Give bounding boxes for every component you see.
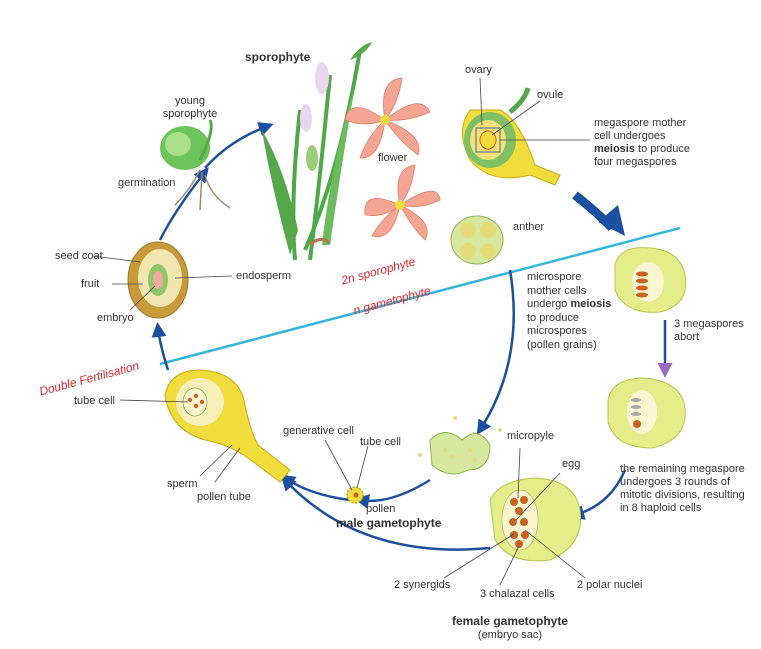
label-micropyle: micropyle bbox=[507, 430, 555, 442]
label-chalazal: 3 chalazal cells bbox=[480, 588, 555, 600]
label-three-megaspores: 3 megaspores abort bbox=[674, 318, 744, 344]
label-microspore: microspore mother cells undergo meiosis … bbox=[527, 271, 611, 352]
label-undergo: undergo bbox=[527, 298, 571, 310]
label-microspore-line3: undergo meiosis bbox=[527, 298, 611, 312]
label-pollen: pollen bbox=[366, 503, 396, 515]
label-germination: germination bbox=[118, 177, 176, 189]
label-microspore-line4: to produce bbox=[527, 311, 579, 324]
arrow-to-sporophyte bbox=[204, 122, 274, 169]
label-remaining-megaspore: the remaining megaspore undergoes 3 roun… bbox=[620, 463, 745, 515]
label-sperm: sperm bbox=[167, 478, 198, 490]
label-polar-nuclei: 2 polar nuclei bbox=[577, 579, 643, 591]
young-sporophyte-illustration bbox=[160, 119, 231, 211]
surviving-megaspore-illustration bbox=[607, 377, 686, 449]
label-ovary: ovary bbox=[465, 64, 492, 76]
arrow-seed-to-young bbox=[158, 167, 209, 241]
arrow-pollen-to-tube bbox=[354, 478, 431, 509]
label-tube-cell-left: tube cell bbox=[74, 395, 115, 407]
label-three-line1: 3 megaspores bbox=[674, 318, 744, 330]
label-sporophyte: sporophyte bbox=[245, 50, 311, 64]
label-micro-meiosis: meiosis bbox=[570, 298, 612, 310]
label-megaspore-line4: four megaspores bbox=[594, 156, 677, 168]
sporophyte-plant-illustration bbox=[262, 42, 441, 261]
label-pollen-tube: pollen tube bbox=[197, 491, 251, 503]
arrow-female-to-fertilisation bbox=[280, 475, 491, 551]
label-male-gametophyte: male gametophyte bbox=[336, 516, 442, 530]
female-gametophyte-illustration bbox=[489, 477, 582, 562]
label-megaspore-mother: megaspore mother cell undergoes meiosis … bbox=[594, 117, 690, 169]
label-three-line2: abort bbox=[674, 331, 700, 343]
arrow-anther-to-microspores bbox=[476, 269, 515, 436]
anther-illustration bbox=[450, 215, 504, 265]
label-remaining-line2: undergoes 3 rounds of bbox=[620, 476, 731, 488]
label-young-line1: young bbox=[175, 95, 205, 107]
label-microspore-line6: (pollen grains) bbox=[527, 338, 597, 351]
label-endosperm: endosperm bbox=[236, 270, 292, 282]
label-embryo: embryo bbox=[97, 312, 134, 324]
label-remaining-line4: in 8 haploid cells bbox=[620, 502, 702, 514]
pollen-illustration bbox=[346, 416, 502, 504]
label-microspore-line2: mother cells bbox=[527, 284, 587, 297]
label-megaspore-line3: meiosis to produce bbox=[594, 143, 690, 156]
label-megaspore-line2: cell undergoes bbox=[594, 130, 666, 142]
label-synergids: 2 synergids bbox=[394, 579, 451, 591]
label-microspore-line5: microspores bbox=[527, 325, 587, 337]
label-generative-cell: generative cell bbox=[283, 425, 354, 437]
label-female-gametophyte: female gametophyte bbox=[451, 614, 569, 628]
label-embryo-sac: (embryo sac) bbox=[477, 629, 543, 641]
label-flower: flower bbox=[378, 152, 408, 164]
arrow-fertilisation-to-seed bbox=[151, 322, 170, 371]
megaspores-illustration bbox=[614, 247, 687, 313]
ovary-illustration bbox=[462, 87, 561, 186]
label-ovule: ovule bbox=[537, 89, 564, 101]
label-remaining-line1: the remaining megaspore bbox=[620, 463, 745, 475]
label-meiosis-bold: meiosis bbox=[594, 143, 635, 155]
label-remaining-line3: mitotic divisions, resulting bbox=[620, 489, 745, 501]
label-to-produce: to produce bbox=[634, 143, 691, 155]
label-egg: egg bbox=[562, 458, 581, 470]
label-young-sporophyte: young sporophyte bbox=[160, 95, 220, 121]
label-tube-cell: tube cell bbox=[360, 436, 401, 448]
leader-lines bbox=[92, 77, 590, 586]
label-seed-coat: seed coat bbox=[55, 250, 103, 262]
arrow-to-female bbox=[569, 469, 627, 520]
seed-illustration bbox=[127, 241, 189, 319]
sporophyte-gametophyte-divider bbox=[159, 226, 681, 366]
label-fruit: fruit bbox=[81, 278, 100, 290]
label-microspore-line1: microspore bbox=[527, 271, 582, 283]
double-fertilisation-illustration bbox=[164, 369, 291, 483]
label-anther: anther bbox=[513, 221, 545, 233]
label-young-line2: sporophyte bbox=[162, 108, 218, 120]
label-megaspore-line1: megaspore mother bbox=[594, 117, 687, 129]
arrow-ovary-head bbox=[598, 205, 625, 236]
